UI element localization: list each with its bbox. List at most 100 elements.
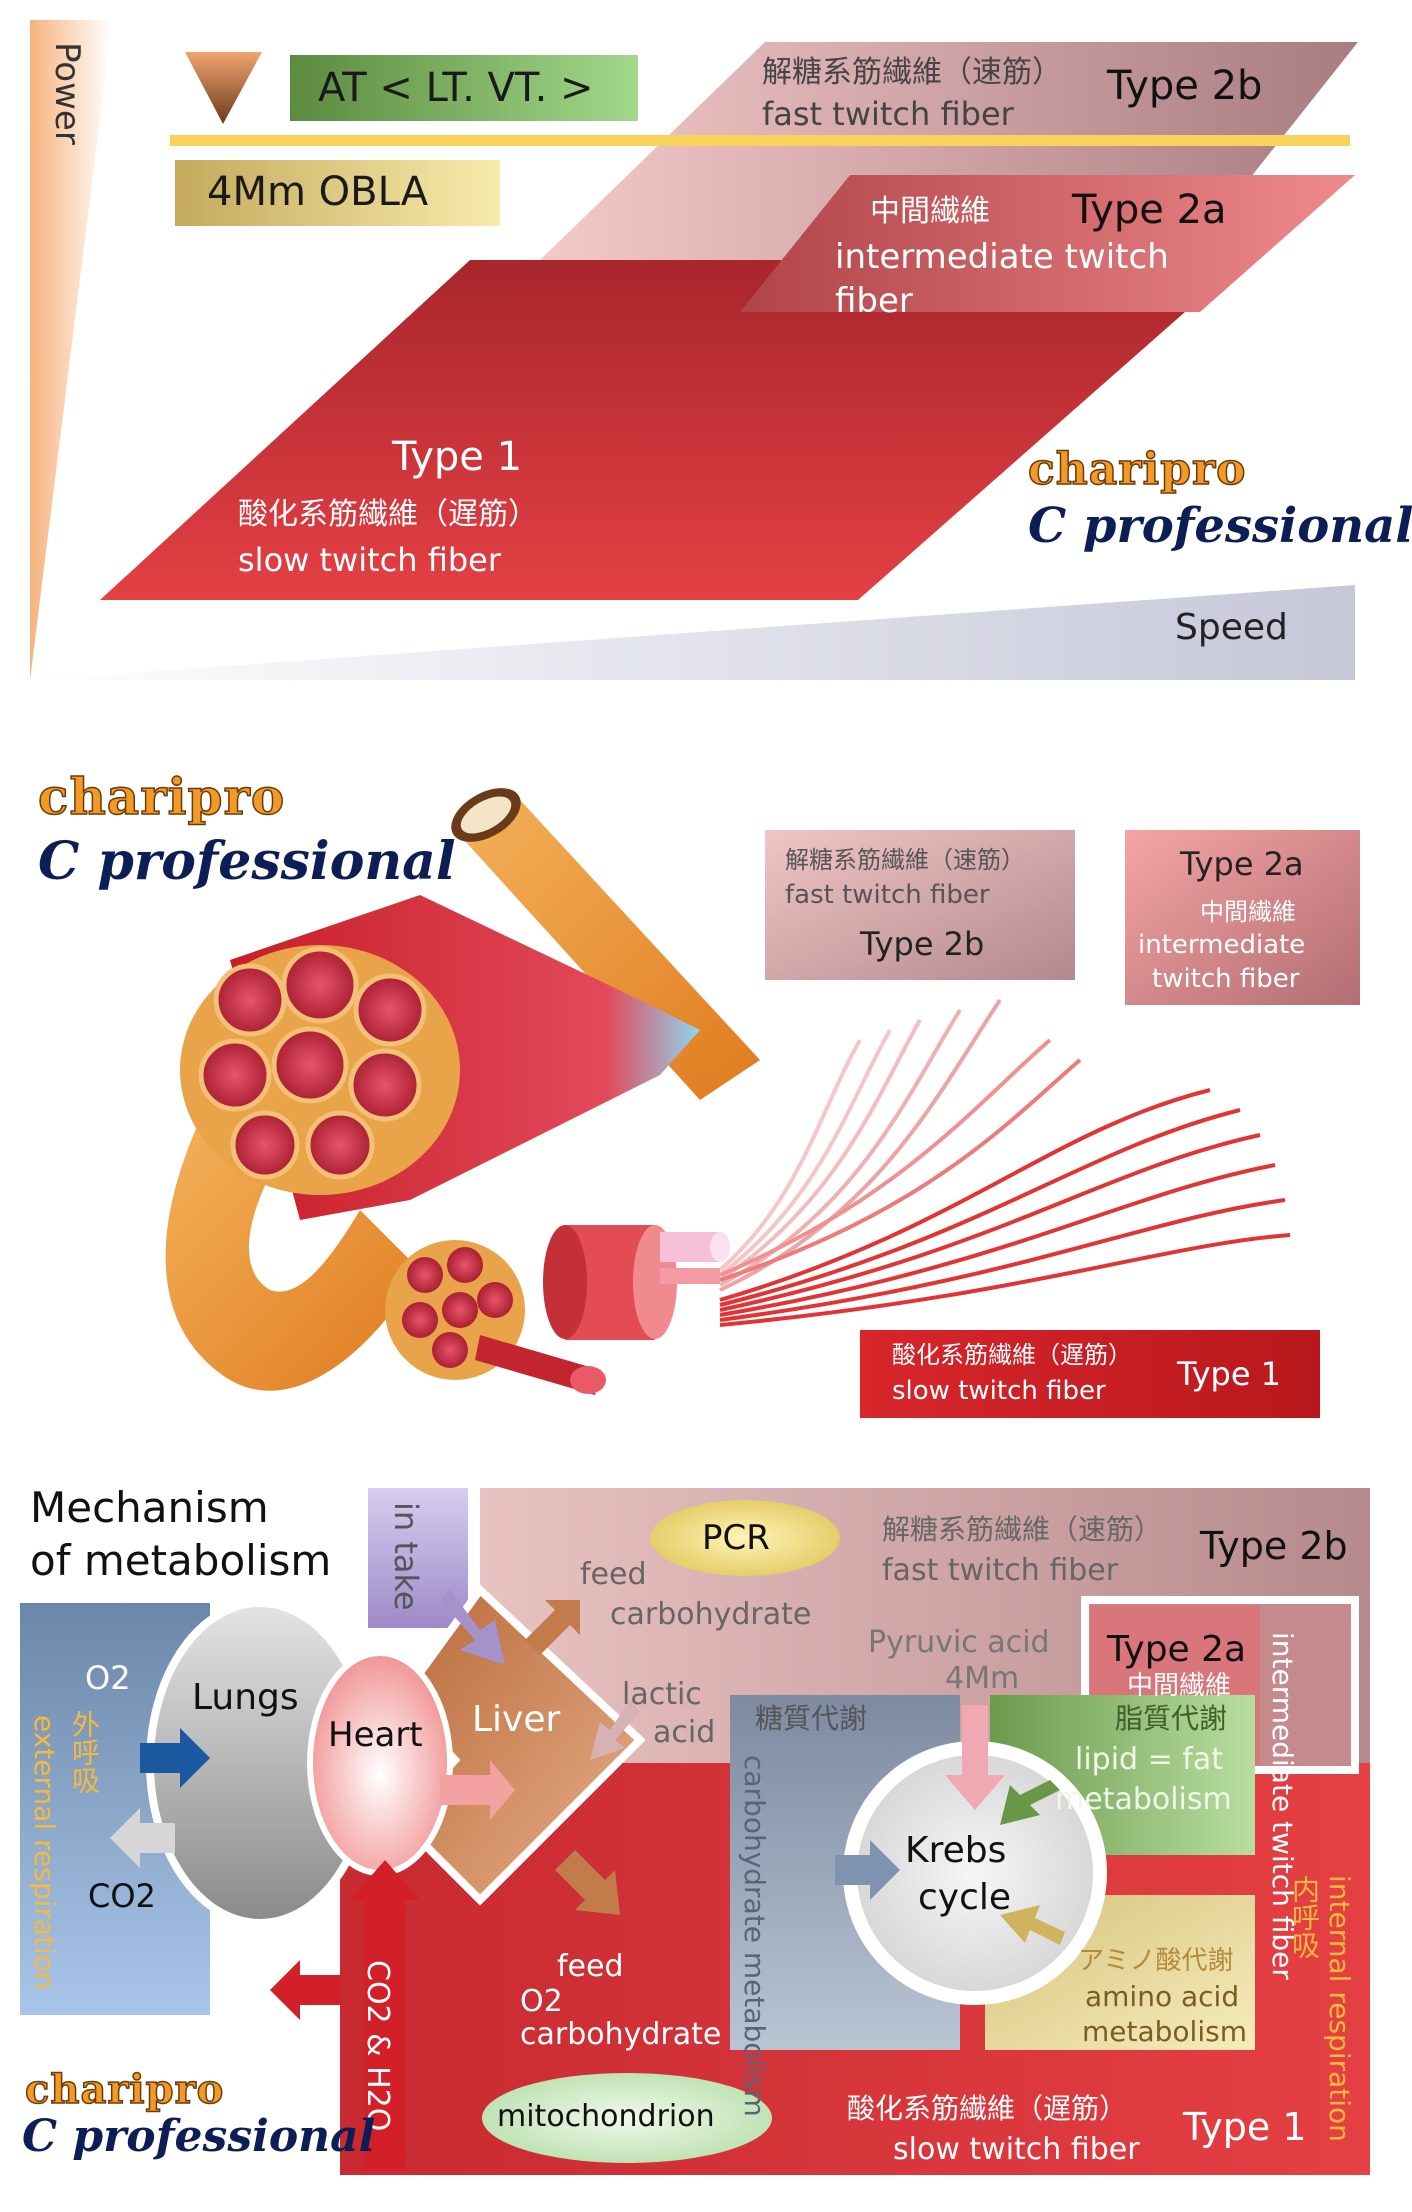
lungs-label: Lungs [192,1677,299,1718]
external-respiration-en: external respiration [28,1715,61,1990]
amino-metabolism-en1: amino acid [1085,1980,1240,2013]
o2-arrow [140,1728,210,1788]
krebs-label-2: cycle [918,1877,1012,1918]
carb-to-krebs-arrow [835,1840,900,1900]
type2b-en-label: fast twitch fiber [762,95,1014,133]
krebs-label-1: Krebs [905,1830,1007,1871]
p2-type2a-en1: intermediate [1138,930,1306,960]
feed-label-bottom: feed [557,1949,624,1984]
heart-shape [307,1650,453,1876]
at-label: AT < LT. VT. > [318,65,594,111]
p3-type2b-jp: 解糖系筋繊維（速筋） [882,1513,1163,1546]
heart-label: Heart [328,1715,423,1755]
internal-respiration-jp: 内呼吸 [1288,1875,1321,1959]
mechanism-title-line1: Mechanism [30,1483,269,1532]
type2a-band [740,175,1355,312]
o2-label: O2 [85,1659,131,1697]
p3-type1-en: slow twitch fiber [893,2132,1140,2167]
threshold-line [170,135,1350,146]
brand-cprofessional-2: C professional [38,831,456,892]
co2-h2o-arrow-left [270,1960,340,2020]
fascicle-group-top [198,946,427,1180]
intake-arrow [440,1590,505,1665]
co2-arrow [110,1808,175,1868]
single-fiber-end [570,1366,606,1394]
type2a-type-label: Type 2a [1072,187,1227,233]
speed-axis-wedge [30,585,1355,680]
p2-type1-type: Type 1 [1177,1355,1282,1393]
brand-charipro-1: charipro [1027,444,1247,495]
liver-label: Liver [472,1699,561,1740]
mechanism-title-line2: of metabolism [30,1536,332,1585]
brand-charipro-3: charipro [24,2066,225,2113]
co2-label: CO2 [88,1877,156,1915]
p2-type1-en: slow twitch fiber [892,1376,1106,1406]
brand-cprofessional-1: C professional [1028,498,1412,554]
p2-type2b-type: Type 2b [860,925,985,963]
pyruvic-arrow [945,1705,1005,1810]
type1-band [100,260,1185,600]
mitochondrion-label: mitochondrion [497,2099,715,2134]
fiber-cylinder-left [543,1225,587,1339]
brand-cprofessional-3: C professional [22,2111,376,2162]
p3-type2b-type: Type 2b [1200,1524,1348,1568]
mitochondrion-ellipse [482,2073,772,2163]
amino-metabolism-jp: アミノ酸代謝 [1078,1946,1234,1976]
lactic-label: lactic [622,1677,702,1712]
p3-type2a-jp: 中間繊維 [1127,1671,1232,1701]
carb-metabolism-jp: 糖質代謝 [755,1702,868,1735]
p2-type2a-jp: 中間繊維 [1200,898,1296,926]
pink-fiber-end [710,1232,730,1262]
brand-charipro-2: charipro [37,767,286,826]
pyruvic-label: Pyruvic acid [868,1625,1050,1660]
p3-type2b-en: fast twitch fiber [882,1553,1119,1588]
type2b-label-box [765,830,1075,980]
type1-type-label: Type 1 [392,434,523,480]
four-mm-label: 4Mm [945,1661,1020,1696]
type1-label-box [860,1330,1320,1418]
pcr-ellipse [650,1500,840,1576]
obla-label: 4Mm OBLA [207,169,429,215]
amino-metabolism-en2: metabolism [1082,2015,1247,2048]
light-fiber [660,1268,720,1284]
type1-en-label: slow twitch fiber [238,541,501,579]
lipid-metabolism-en1: lipid = fat [1075,1742,1224,1777]
p2-type2b-en: fast twitch fiber [785,880,990,910]
liver-feed-arrow-bottom [555,1850,620,1915]
power-axis-label: Power [47,42,87,145]
feed-label-top: feed [580,1557,647,1592]
intake-label: in take [387,1502,425,1611]
lactic-arrow [590,1700,640,1760]
acid-label: acid [653,1715,716,1750]
p2-type2b-jp: 解糖系筋繊維（速筋） [785,846,1025,874]
at-marker-triangle [185,52,262,124]
p2-type2a-en2: twitch fiber [1152,964,1300,994]
obla-box [175,160,500,226]
fiber-strands [718,998,1291,1327]
power-axis-wedge [30,20,112,680]
muscle-bottom-curve [165,1120,420,1391]
p3-type2a-vert-en: intermediate twitch fiber [1266,1632,1299,1980]
fascicle-group-bottom [402,1247,513,1368]
p2-type2a-type: Type 2a [1180,845,1304,883]
pcr-label: PCR [702,1518,770,1558]
at-box [290,55,638,121]
tendon-top-cut [460,796,512,834]
o2-label-bottom: O2 [520,1984,563,2019]
type2a-en2-label: fiber [835,281,913,321]
co2-h2o-label: CO2 & H2O [360,1960,395,2132]
co2-h2o-arrow-up [350,1860,420,2170]
type2a-jp-label: 中間繊維 [870,194,990,229]
p2-type1-jp: 酸化系筋繊維（遅筋） [892,1341,1132,1369]
internal-respiration-en: internal respiration [1323,1875,1356,2142]
carbohydrate-label-top: carbohydrate [610,1597,812,1632]
carb-metabolism-en: carbohydrate metabolism [738,1755,771,2117]
lipid-metabolism-en2: metabolism [1055,1782,1232,1817]
external-respiration-jp: 外呼吸 [68,1710,101,1794]
speed-axis-label: Speed [1175,607,1288,648]
heart-to-liver-arrow [440,1760,515,1820]
type1-jp-label: 酸化系筋繊維（遅筋） [238,497,538,532]
p3-type1-type: Type 1 [1183,2105,1307,2149]
carbohydrate-label-bottom: carbohydrate [520,2017,722,2052]
